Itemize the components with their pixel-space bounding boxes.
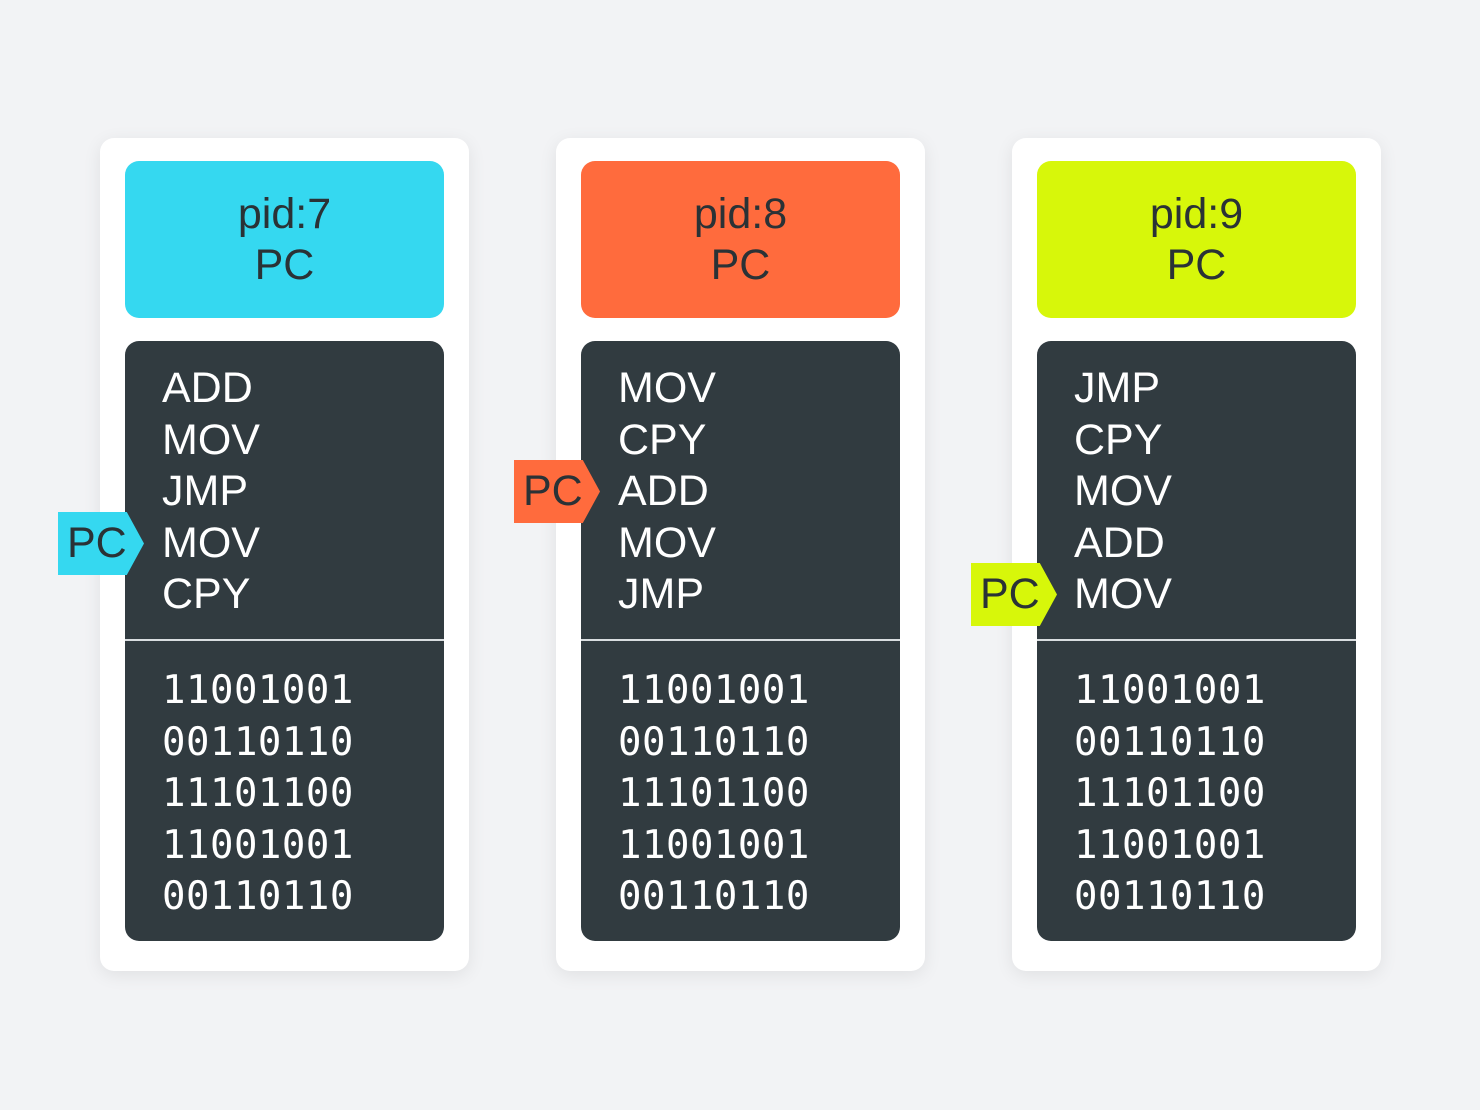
data-list: 11001001 00110110 11101100 11001001 0011… (162, 665, 354, 923)
instruction: JMP (1074, 364, 1160, 412)
instruction: JMP (162, 467, 248, 515)
data-word: 11001001 (162, 822, 354, 868)
instruction: CPY (618, 415, 707, 464)
memory-divider (125, 639, 444, 641)
instruction: MOV (162, 518, 260, 567)
process-card-pid-8: pid:8 PC MOV CPY ADD MOV JMP 11001001 00… (556, 138, 925, 971)
data-word: 11001001 (1074, 822, 1266, 868)
pc-register-label: PC (710, 240, 771, 289)
data-list: 11001001 00110110 11101100 11001001 0011… (1074, 665, 1266, 923)
instruction: ADD (1074, 518, 1165, 567)
pcb-header: pid:9 PC (1037, 161, 1356, 318)
data-word: 11001001 (618, 668, 810, 713)
data-word: 00110110 (162, 874, 354, 919)
instruction: MOV (1074, 570, 1172, 618)
pc-pointer: PC (971, 563, 1057, 626)
pc-register-label: PC (254, 240, 315, 289)
data-word: 00110110 (1074, 874, 1266, 919)
instruction: CPY (1074, 415, 1163, 464)
memory-block: JMP CPY MOV ADD MOV 11001001 00110110 11… (1037, 341, 1356, 941)
data-word: 00110110 (1074, 719, 1266, 765)
data-list: 11001001 00110110 11101100 11001001 0011… (618, 665, 810, 923)
pid-label: pid:8 (693, 189, 788, 238)
process-card-pid-7: pid:7 PC ADD MOV JMP MOV CPY 11001001 00… (100, 138, 469, 971)
pc-pointer: PC (514, 460, 600, 523)
data-word: 00110110 (162, 719, 354, 765)
data-word: 11101100 (618, 771, 810, 816)
pc-register-label: PC (1166, 240, 1227, 289)
instruction: MOV (618, 364, 716, 412)
data-word: 11101100 (1074, 771, 1266, 816)
pid-label: pid:9 (1149, 189, 1244, 238)
instruction: CPY (162, 570, 251, 618)
instruction-list: JMP CPY MOV ADD MOV (1074, 363, 1172, 621)
data-word: 11101100 (162, 771, 354, 816)
process-card-pid-9: pid:9 PC JMP CPY MOV ADD MOV 11001001 00… (1012, 138, 1381, 971)
pcb-header: pid:8 PC (581, 161, 900, 318)
instruction: MOV (162, 415, 260, 464)
memory-block: MOV CPY ADD MOV JMP 11001001 00110110 11… (581, 341, 900, 941)
instruction: ADD (162, 364, 253, 412)
instruction: ADD (618, 467, 709, 515)
data-word: 11001001 (162, 668, 354, 713)
pid-label: pid:7 (237, 189, 332, 238)
instruction: MOV (618, 518, 716, 567)
instruction-list: MOV CPY ADD MOV JMP (618, 363, 716, 621)
memory-divider (581, 639, 900, 641)
data-word: 00110110 (618, 874, 810, 919)
pcb-header: pid:7 PC (125, 161, 444, 318)
instruction: JMP (618, 570, 704, 618)
memory-divider (1037, 639, 1356, 641)
data-word: 11001001 (618, 822, 810, 868)
instruction: MOV (1074, 467, 1172, 515)
pc-pointer: PC (58, 512, 144, 575)
data-word: 11001001 (1074, 668, 1266, 713)
data-word: 00110110 (618, 719, 810, 765)
memory-block: ADD MOV JMP MOV CPY 11001001 00110110 11… (125, 341, 444, 941)
instruction-list: ADD MOV JMP MOV CPY (162, 363, 260, 621)
